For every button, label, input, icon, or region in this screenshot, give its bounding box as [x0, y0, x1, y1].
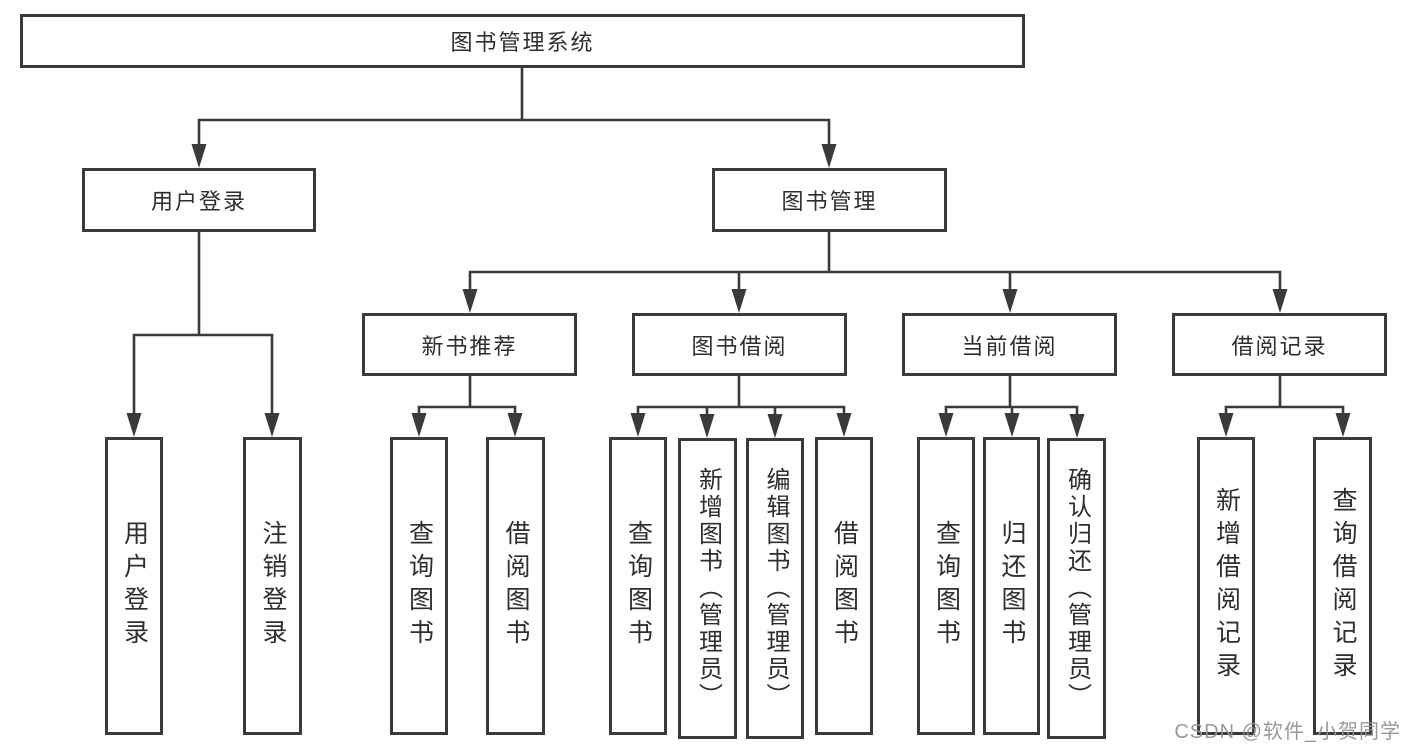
- arrowhead-down-icon: [411, 413, 427, 437]
- arrowhead-down-icon: [821, 144, 837, 168]
- arrowhead-down-icon: [507, 413, 523, 437]
- connector-root-to-level2: [191, 66, 837, 168]
- arrowhead-down-icon: [191, 144, 207, 168]
- leaf-query-books-2-label: 查询图书: [624, 520, 653, 652]
- connector-line: [636, 374, 846, 424]
- arrowhead-down-icon: [1002, 289, 1018, 313]
- arrowhead-down-icon: [1069, 414, 1085, 438]
- node-root-label: 图书管理系统: [450, 30, 595, 55]
- leaf-query-books-2: 查询图书: [609, 437, 667, 735]
- leaf-confirm-return-admin-label: 确认归还（管理员）: [1063, 467, 1091, 710]
- node-borrow-records-label: 借阅记录: [1231, 333, 1328, 359]
- leaf-borrow-books-1-label: 借阅图书: [502, 520, 530, 652]
- leaf-logout: 注销登录: [243, 437, 302, 735]
- leaf-query-borrow-record-label: 查询借阅记录: [1329, 487, 1357, 685]
- connector-new-book-rec-children: [411, 374, 523, 437]
- leaf-edit-books-admin-label: 编辑图书（管理员）: [762, 467, 789, 710]
- connector-line: [417, 374, 517, 423]
- leaf-user-login: 用户登录: [105, 437, 163, 735]
- leaf-add-books-admin: 新增图书（管理员）: [678, 438, 737, 739]
- node-book-borrow-label: 图书借阅: [691, 333, 788, 359]
- leaf-add-borrow-record: 新增借阅记录: [1197, 437, 1255, 735]
- arrowhead-down-icon: [836, 413, 852, 437]
- arrowhead-down-icon: [699, 414, 715, 438]
- node-new-book-rec: 新书推荐: [362, 313, 577, 376]
- leaf-borrow-books-1: 借阅图书: [486, 437, 545, 735]
- node-new-book-rec-label: 新书推荐: [421, 333, 518, 359]
- arrowhead-down-icon: [1218, 413, 1234, 437]
- csdn-watermark: CSDN @软件_小贺同学: [1174, 721, 1401, 743]
- leaf-confirm-return-admin: 确认归还（管理员）: [1047, 438, 1106, 739]
- node-book-borrow: 图书借阅: [632, 313, 847, 376]
- arrowhead-down-icon: [630, 413, 646, 437]
- connector-book-mgmt-children: [462, 230, 1288, 313]
- connector-user-login-children: [126, 230, 280, 437]
- connector-line: [1224, 374, 1345, 423]
- node-book-mgmt: 图书管理: [712, 168, 947, 232]
- connector-book-borrow-children: [630, 374, 852, 438]
- leaf-logout-label: 注销登录: [259, 520, 287, 652]
- connector-line: [132, 230, 274, 423]
- leaf-add-books-admin-label: 新增图书（管理员）: [694, 467, 722, 710]
- leaf-borrow-books-2-label: 借阅图书: [830, 520, 859, 652]
- connector-line: [468, 230, 1282, 299]
- arrowhead-down-icon: [126, 413, 142, 437]
- leaf-query-borrow-record: 查询借阅记录: [1313, 437, 1372, 735]
- node-book-mgmt-label: 图书管理: [781, 189, 878, 214]
- arrowhead-down-icon: [767, 414, 783, 438]
- arrowhead-down-icon: [731, 289, 747, 313]
- leaf-add-borrow-record-label: 新增借阅记录: [1212, 487, 1241, 685]
- connector-current-borrow-children: [938, 374, 1085, 438]
- node-root: 图书管理系统: [20, 14, 1025, 68]
- arrowhead-down-icon: [462, 289, 478, 313]
- node-current-borrow-label: 当前借阅: [961, 333, 1058, 359]
- arrowhead-down-icon: [1004, 413, 1020, 437]
- node-current-borrow: 当前借阅: [902, 313, 1117, 376]
- node-user-login: 用户登录: [82, 168, 316, 232]
- node-borrow-records: 借阅记录: [1172, 313, 1387, 376]
- leaf-query-books-1-label: 查询图书: [405, 520, 434, 652]
- arrowhead-down-icon: [1272, 289, 1288, 313]
- leaf-query-books-3: 查询图书: [917, 437, 975, 735]
- leaf-query-books-3-label: 查询图书: [932, 520, 961, 652]
- leaf-query-books-1: 查询图书: [390, 437, 448, 735]
- arrowhead-down-icon: [938, 413, 954, 437]
- node-user-login-label: 用户登录: [150, 189, 247, 214]
- arrowhead-down-icon: [264, 413, 280, 437]
- arrowhead-down-icon: [1335, 413, 1351, 437]
- leaf-edit-books-admin: 编辑图书（管理员）: [746, 438, 804, 739]
- leaf-return-books-label: 归还图书: [998, 520, 1026, 652]
- connector-line: [197, 66, 831, 154]
- connector-borrow-records-children: [1218, 374, 1351, 437]
- leaf-return-books: 归还图书: [983, 437, 1040, 735]
- leaf-user-login-label: 用户登录: [120, 520, 149, 652]
- leaf-borrow-books-2: 借阅图书: [815, 437, 873, 735]
